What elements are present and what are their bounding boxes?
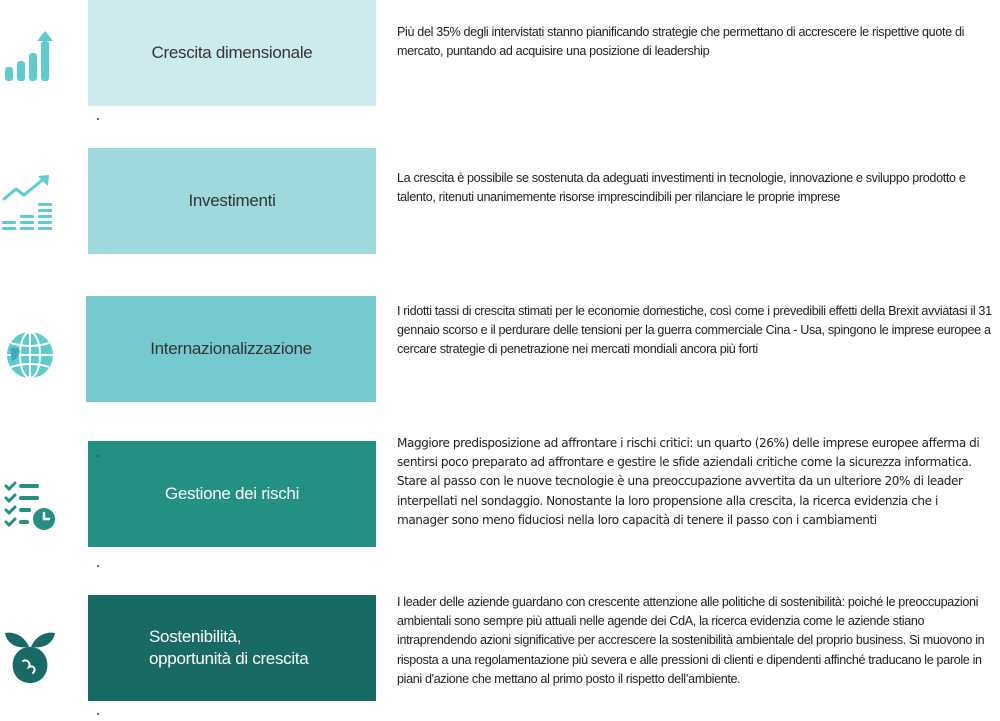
item-description: I ridotti tassi di crescita stimati per … [397, 304, 992, 357]
item-label-box: Gestione dei rischi [88, 441, 376, 547]
item-label: Investimenti [188, 191, 276, 210]
item-label: Sostenibilità, opportunità di crescita [149, 627, 309, 668]
item-label: Gestione dei rischi [164, 484, 300, 503]
item-label: Internazionalizzazione [150, 339, 312, 358]
separator-dot [97, 455, 99, 457]
item-label: Crescita dimensionale [151, 43, 313, 62]
sustainability-leaf-icon [0, 620, 60, 690]
separator-dot [97, 118, 99, 120]
bar-chart-rising-icon [0, 20, 60, 90]
item-label-box: Internazionalizzazione [86, 296, 376, 402]
item-description: Maggiore predisposizione ad affrontare i… [397, 436, 980, 527]
item-label-box: Crescita dimensionale [88, 0, 376, 106]
item-description: Più del 35% degli intervistati stanno pi… [397, 25, 965, 59]
separator-dot [97, 565, 99, 567]
item-label-box: Investimenti [88, 148, 376, 254]
checklist-clock-icon [0, 470, 60, 540]
globe-icon [0, 320, 60, 390]
growth-trend-icon [0, 168, 60, 238]
item-label-box: Sostenibilità, opportunità di crescita [88, 595, 376, 701]
item-description: La crescita è possibile se sostenuta da … [397, 171, 966, 205]
item-description: I leader delle aziende guardano con cres… [397, 595, 985, 686]
separator-dot [97, 713, 99, 715]
